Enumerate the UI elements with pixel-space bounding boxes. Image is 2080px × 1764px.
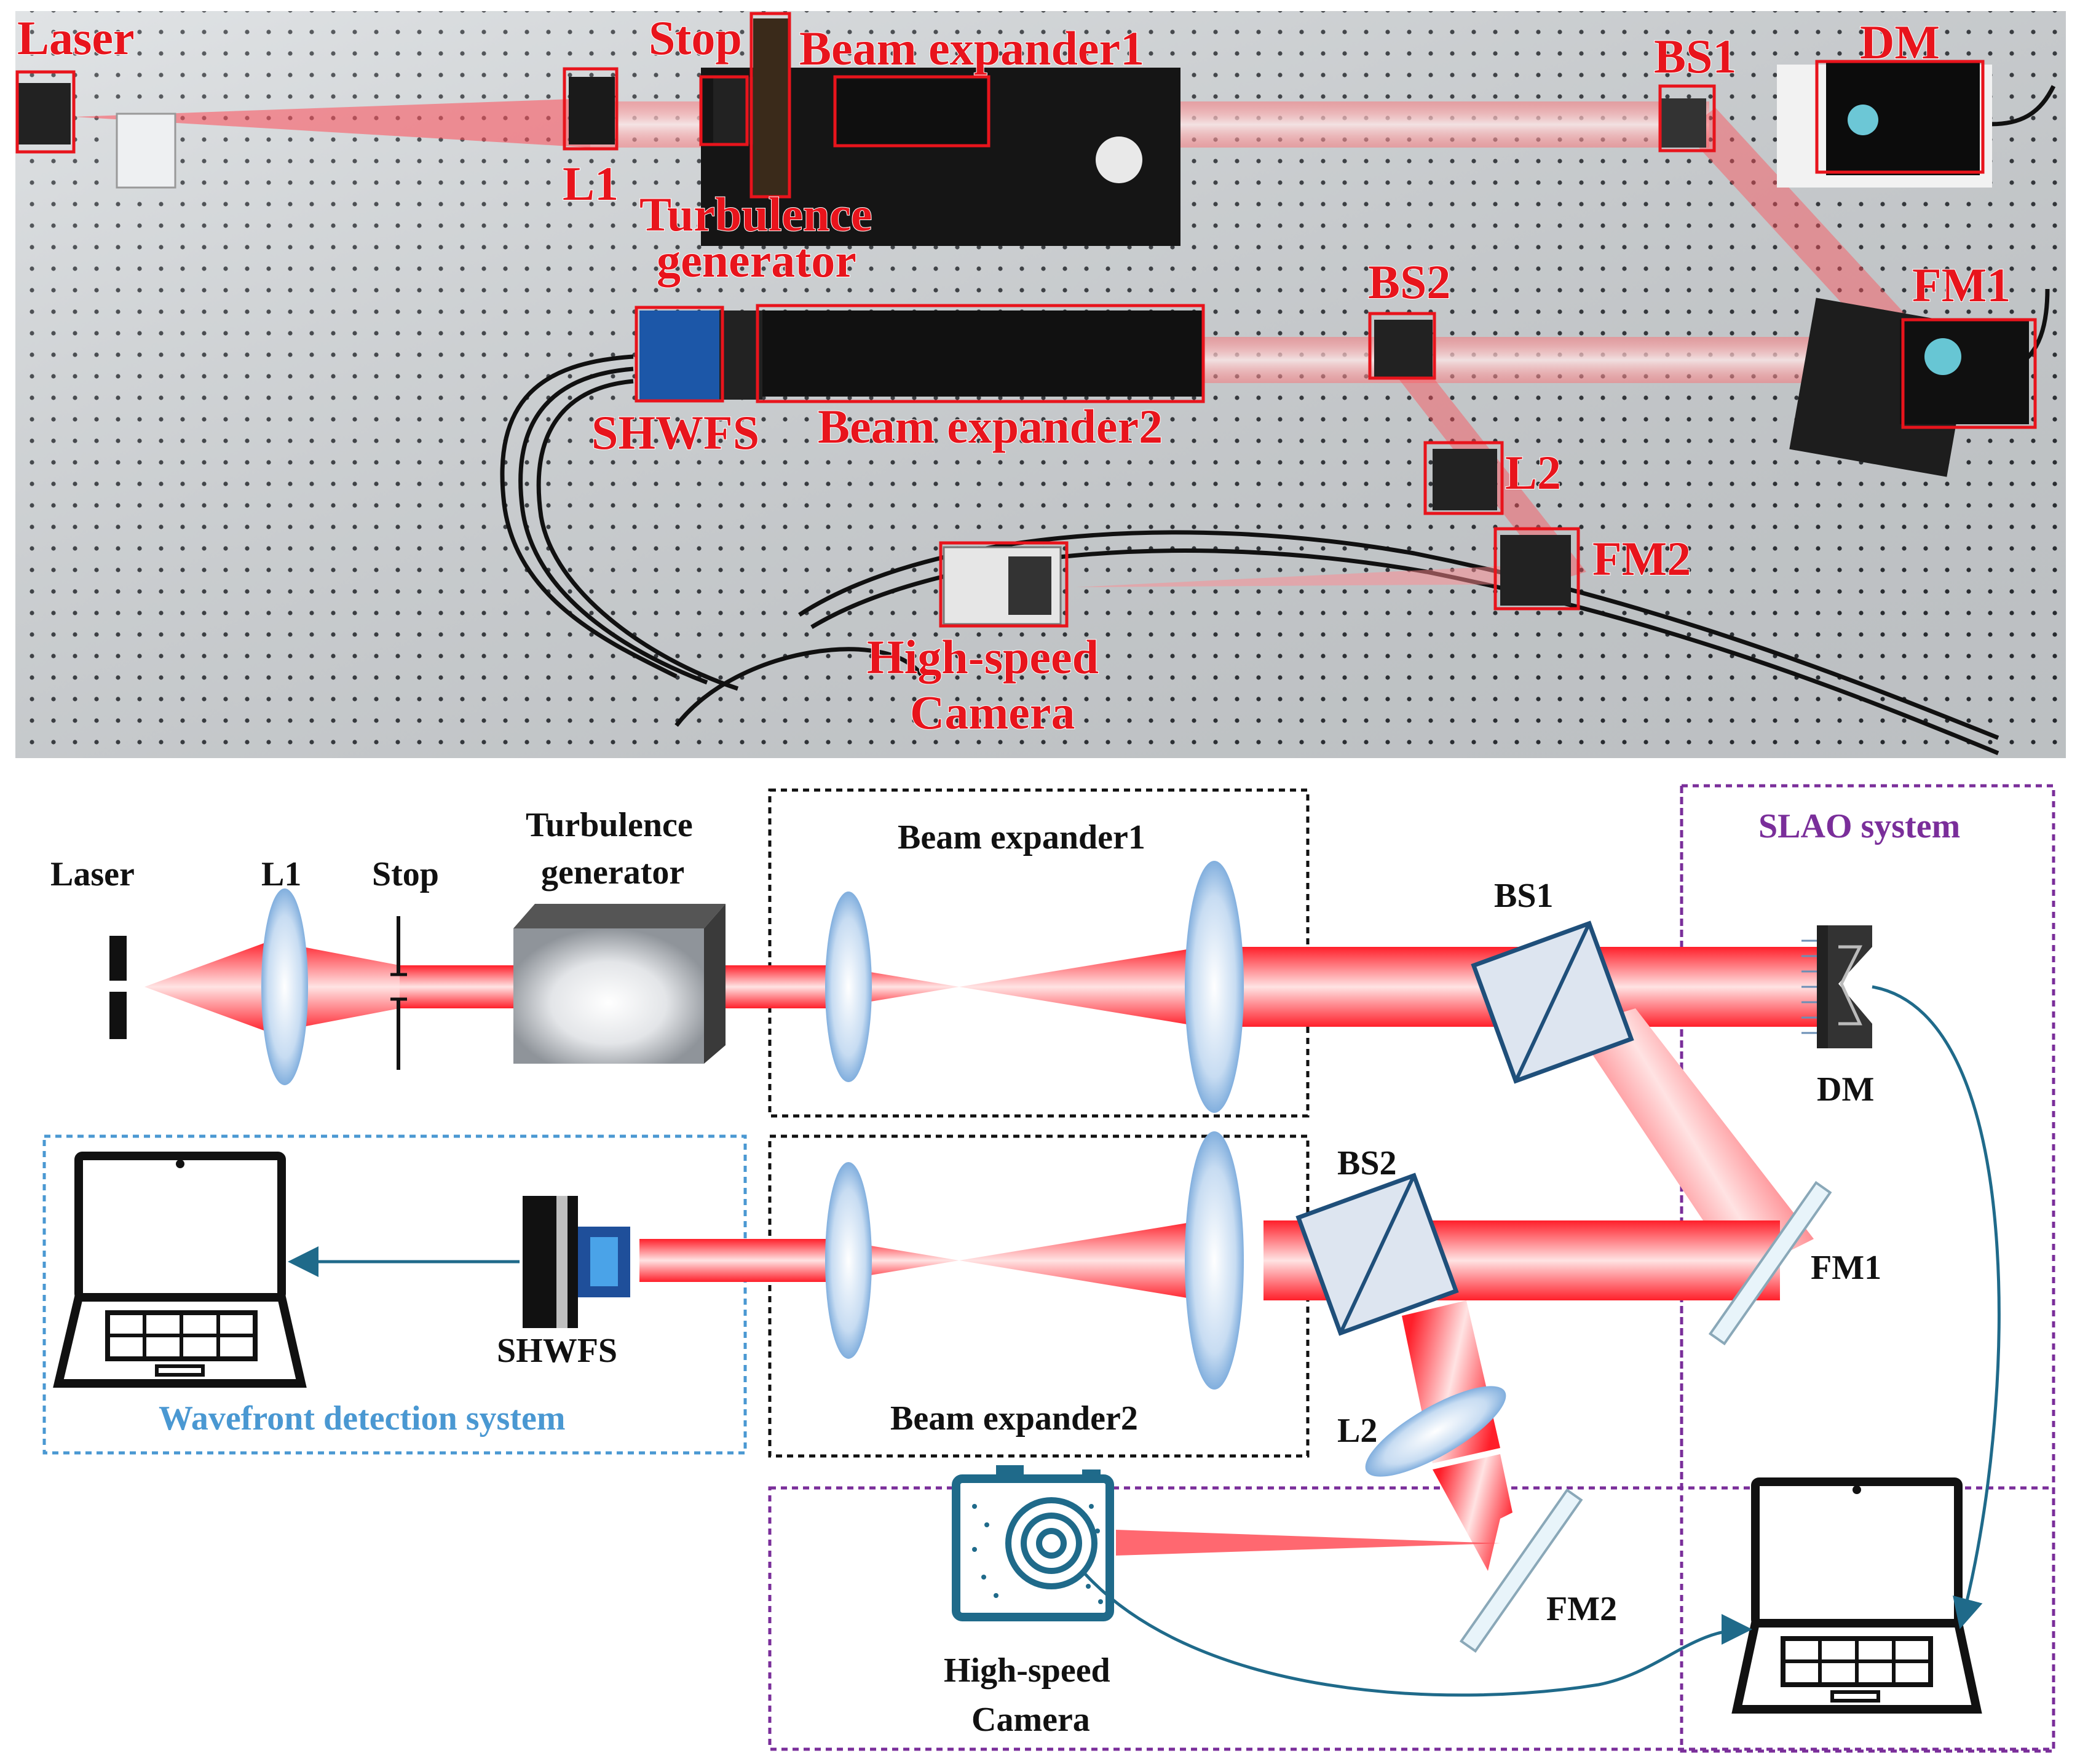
label-shwfs: SHWFS [497,1332,617,1370]
optical-bench-photo: Laser Stop Beam expander1 BS1 DM L1 Turb… [15,10,2066,758]
label-l1: L1 [261,855,301,893]
label-camera-1: High-speed [944,1651,1110,1690]
lens-be2-large [1185,1131,1244,1390]
bs2 [1295,1173,1459,1336]
high-speed-camera-icon [952,1465,1114,1621]
photo-label-bs2: BS2 [1368,255,1450,309]
photo-label-fm2: FM2 [1592,532,1691,585]
deformable-mirror [1801,925,1872,1048]
label-bs2: BS2 [1337,1144,1397,1182]
slao-laptop [1731,1477,1982,1714]
label-bs1: BS1 [1494,877,1554,915]
turbulence-box [749,12,791,199]
photo-label-shwfs: SHWFS [591,406,759,459]
label-turbulence-1: Turbulence [526,806,693,844]
dm-to-laptop-wire [1872,985,2001,1629]
schematic-labels: Laser L1 Stop Turbulence generator Beam … [50,806,1960,1739]
photo-label-laser: Laser [17,11,135,65]
fm1-box [1901,318,2037,429]
beam-splitters [1295,920,1634,1336]
wavefront-laptop [53,1152,307,1388]
lens-l2 [1365,1386,1506,1477]
beam-expander1-box [833,75,991,148]
label-stop: Stop [372,855,439,893]
photo-label-camera-2: Camera [910,686,1075,739]
photo-label-dm: DM [1860,15,1940,69]
l1-box [563,67,619,151]
turbulence-generator [513,904,726,1064]
slao-system-box [768,1486,2055,1751]
lens-be1-large [1185,861,1244,1113]
lens-be1-small [825,892,872,1082]
fm2-box [1493,527,1580,611]
label-wavefront-system: Wavefront detection system [159,1399,566,1438]
photo-labels: Laser Stop Beam expander1 BS1 DM L1 Turb… [17,10,2011,740]
photo-label-turbulence-2: generator [657,234,856,287]
shwfs-sensor [523,1196,630,1328]
label-dm: DM [1817,1070,1874,1109]
label-fm1: FM1 [1811,1249,1881,1287]
stop-box [699,75,749,146]
label-l2: L2 [1337,1412,1377,1450]
photo-label-l2: L2 [1505,446,1561,499]
shwfs-box [635,306,724,403]
laser-head [18,83,71,144]
laser-box [15,70,76,154]
annotation-boxes [15,12,2037,628]
fold-mirrors [1459,1181,1832,1653]
lenses [261,861,1506,1477]
fm2 [1459,1488,1583,1653]
photo-label-l1: L1 [563,157,619,210]
label-camera-2: Camera [971,1701,1090,1739]
label-laser: Laser [50,855,135,893]
beam-laser-to-l1 [144,941,271,1033]
label-beam-expander1: Beam expander1 [898,818,1145,856]
beam-fm2-to-camera [1116,1530,1500,1556]
photo-label-fm1: FM1 [1912,258,2011,312]
beam-bs1-to-fm1 [1574,1008,1814,1276]
lens-l1 [261,888,308,1085]
connection-wires [288,985,2001,1697]
photo-label-beam-expander1: Beam expander1 [799,22,1144,75]
photo-equipment [18,18,2029,625]
optical-schematic: Laser L1 Stop Turbulence generator Beam … [42,784,2055,1753]
beam-expander2-box [756,304,1205,403]
bs1-box [1658,84,1716,152]
beam-l2-to-fm2 [1433,1454,1513,1571]
beam-expander2-tube [759,310,1202,397]
photo-label-bs1: BS1 [1654,30,1736,83]
photo-label-turbulence-1: Turbulence [639,188,872,241]
camera-box [939,541,1069,628]
label-slao-system: SLAO system [1758,807,1960,845]
photo-label-beam-expander2: Beam expander2 [818,400,1163,453]
label-beam-expander2: Beam expander2 [890,1399,1138,1438]
label-turbulence-2: generator [541,853,684,892]
bs2-box [1368,312,1436,380]
fm1 [1708,1181,1832,1346]
lens-be2-small [825,1162,872,1359]
dm-box [1815,60,1985,174]
l2-box [1423,441,1504,515]
bs1 [1471,920,1634,1084]
photo-label-camera-1: High-speed [867,630,1099,684]
photo-label-stop: Stop [649,11,742,65]
camera-to-laptop-wire [1084,1573,1752,1697]
label-fm2: FM2 [1546,1590,1617,1628]
